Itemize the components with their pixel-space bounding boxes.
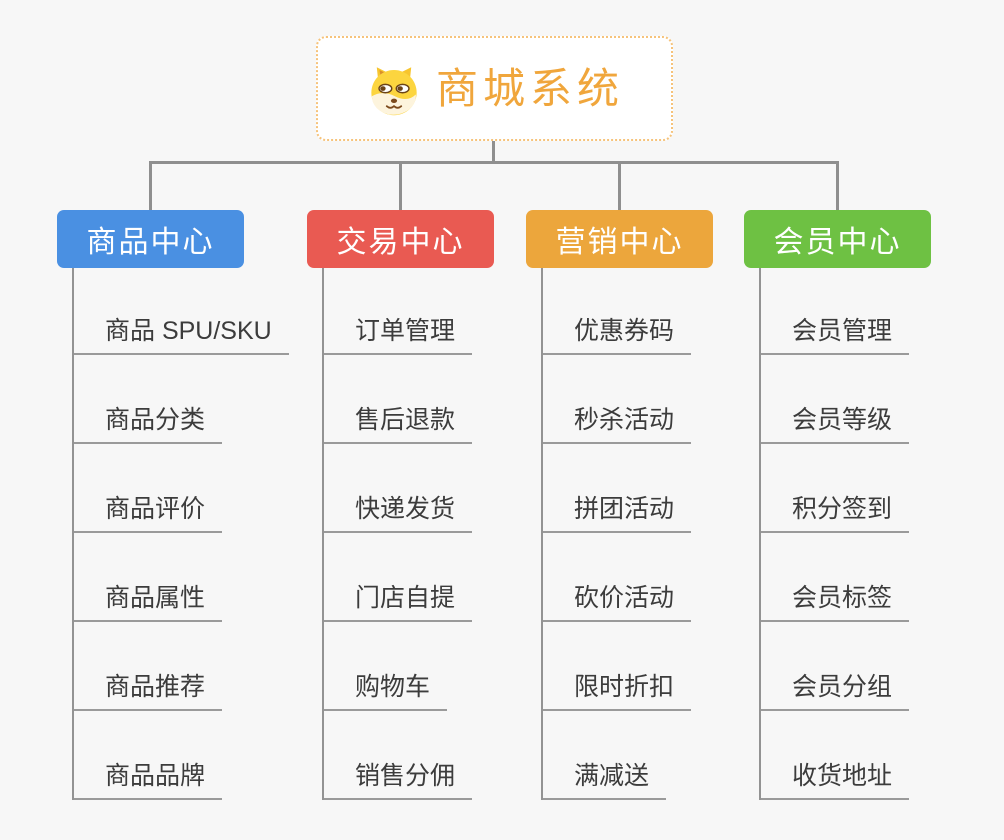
node-label[interactable]: 销售分佣 [322,760,473,800]
mindmap-node-item: 销售分佣 [322,711,562,800]
mindmap-node-item: 会员管理 [759,266,999,355]
branch-trunk [759,268,761,800]
mindmap-node-item: 秒杀活动 [541,355,781,444]
mindmap-node-item: 购物车 [322,622,562,711]
mindmap-node-item: 会员分组 [759,622,999,711]
branch-trunk [322,268,324,800]
node-label[interactable]: 会员分组 [759,671,910,711]
node-label[interactable]: 优惠券码 [541,315,692,355]
mindmap-node-item: 门店自提 [322,533,562,622]
node-label[interactable]: 收货地址 [759,760,910,800]
node-label[interactable]: 会员等级 [759,404,910,444]
node-label[interactable]: 商品 SPU/SKU [72,315,289,355]
connector-branch-drop-3 [618,161,621,210]
mindmap-node-item: 限时折扣 [541,622,781,711]
branch-column-member: 会员管理 会员等级 积分签到 会员标签 会员分组 收货地址 [759,266,999,800]
mindmap-node-item: 拼团活动 [541,444,781,533]
mindmap-node-item: 积分签到 [759,444,999,533]
branch-column-product: 商品 SPU/SKU 商品分类 商品评价 商品属性 商品推荐 商品品牌 [72,266,312,800]
node-label[interactable]: 会员管理 [759,315,910,355]
branch-header-marketing-center[interactable]: 营销中心 [526,210,713,268]
branch-trunk [72,268,74,800]
node-label[interactable]: 拼团活动 [541,493,692,533]
mindmap-node-item: 优惠券码 [541,266,781,355]
node-label[interactable]: 订单管理 [322,315,473,355]
mindmap-node-item: 商品推荐 [72,622,312,711]
node-label[interactable]: 满减送 [541,760,667,800]
mindmap-node-item: 商品属性 [72,533,312,622]
node-label[interactable]: 商品品牌 [72,760,223,800]
node-label[interactable]: 秒杀活动 [541,404,692,444]
node-label[interactable]: 限时折扣 [541,671,692,711]
node-label[interactable]: 会员标签 [759,582,910,622]
root-title: 商城系统 [435,64,624,112]
mindmap-node-item: 商品评价 [72,444,312,533]
branch-trunk [541,268,543,800]
node-label[interactable]: 商品属性 [72,582,223,622]
mindmap-node-item: 满减送 [541,711,781,800]
connector-bus [149,161,839,164]
mindmap-node-item: 会员等级 [759,355,999,444]
node-label[interactable]: 砍价活动 [541,582,692,622]
node-label[interactable]: 商品评价 [72,493,223,533]
node-label[interactable]: 商品推荐 [72,671,223,711]
node-label[interactable]: 购物车 [322,671,448,711]
mindmap-node-item: 会员标签 [759,533,999,622]
mindmap-node-item: 商品 SPU/SKU [72,266,312,355]
node-label[interactable]: 商品分类 [72,404,223,444]
node-label[interactable]: 售后退款 [322,404,473,444]
branch-header-product-center[interactable]: 商品中心 [57,210,244,268]
dog-face-icon [371,66,417,115]
mindmap-node-item: 收货地址 [759,711,999,800]
branch-header-member-center[interactable]: 会员中心 [744,210,931,268]
mindmap-node-item: 售后退款 [322,355,562,444]
mindmap-node-item: 商品分类 [72,355,312,444]
connector-branch-drop-4 [836,161,839,210]
mindmap-node-item: 砍价活动 [541,533,781,622]
branch-column-marketing: 优惠券码 秒杀活动 拼团活动 砍价活动 限时折扣 满减送 [541,266,781,800]
node-label[interactable]: 快递发货 [322,493,473,533]
connector-branch-drop-2 [399,161,402,210]
branch-header-trade-center[interactable]: 交易中心 [307,210,494,268]
node-label[interactable]: 门店自提 [322,582,473,622]
branch-column-trade: 订单管理 售后退款 快递发货 门店自提 购物车 销售分佣 [322,266,562,800]
node-label[interactable]: 积分签到 [759,493,910,533]
mindmap-node-item: 订单管理 [322,266,562,355]
root-node[interactable]: 商城系统 [316,36,673,141]
connector-root-drop [492,140,495,163]
mindmap-node-item: 商品品牌 [72,711,312,800]
connector-branch-drop-1 [149,161,152,210]
mindmap-node-item: 快递发货 [322,444,562,533]
